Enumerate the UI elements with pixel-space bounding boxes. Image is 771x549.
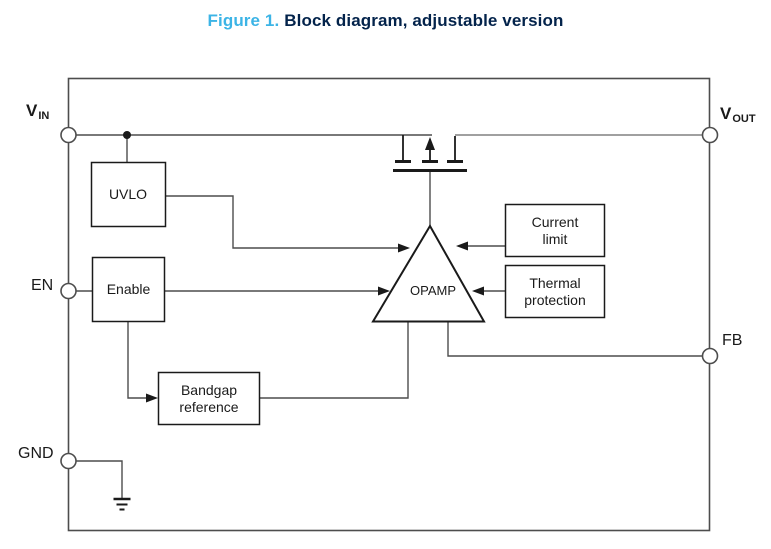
chip-boundary	[67, 77, 711, 532]
uvlo-arrowhead	[398, 243, 410, 253]
vin-pin-label: VIN	[26, 101, 50, 122]
en-pin-label: EN	[31, 277, 54, 294]
bandgap-to-opamp-wire	[260, 322, 409, 399]
thermal-text-line2: protection	[524, 291, 586, 308]
gnd-pin-label: GND	[18, 445, 54, 462]
vin-letter: V	[26, 101, 38, 120]
figure-title-text: Block diagram, adjustable version	[284, 11, 564, 30]
uvlo-block	[90, 161, 167, 228]
thermal-text-line1: Thermal	[529, 274, 581, 291]
figure-number: Figure 1.	[207, 11, 280, 30]
vin-subscript: IN	[38, 110, 50, 122]
thermal-protection-block-label: Thermal protection	[505, 265, 605, 318]
current-limit-arrowhead	[456, 241, 468, 251]
bandgap-block	[157, 371, 261, 426]
transistor-body-arrowhead	[425, 137, 435, 150]
pass-transistor-symbol	[393, 135, 467, 226]
uvlo-text: UVLO	[108, 186, 148, 202]
vout-letter: V	[720, 104, 732, 123]
enable-text: Enable	[106, 281, 151, 297]
uvlo-to-opamp-wire	[166, 195, 399, 249]
vout-subscript: OUT	[732, 113, 756, 125]
fb-pin-label: FB	[722, 332, 743, 349]
thermal-protection-block	[504, 264, 606, 319]
vout-pin-label: VOUT	[720, 104, 756, 125]
bandgap-text-line1: Bandgap	[180, 381, 238, 398]
vin-pin	[60, 126, 77, 144]
vout-pin	[701, 126, 719, 144]
bandgap-arrowhead	[146, 393, 158, 403]
current-limit-block-label: Current limit	[505, 204, 605, 257]
enable-arrowhead	[378, 286, 390, 296]
opamp-triangle	[371, 224, 486, 323]
gnd-wire	[75, 460, 123, 498]
current-limit-text-line1: Current	[531, 213, 579, 230]
opamp-label: OPAMP	[410, 283, 456, 298]
enable-block	[91, 256, 166, 323]
bandgap-block-label: Bandgap reference	[158, 372, 260, 425]
enable-to-bandgap-wire	[127, 322, 147, 399]
enable-block-label: Enable	[92, 257, 165, 322]
figure-caption: Figure 1.Block diagram, adjustable versi…	[0, 11, 771, 31]
uvlo-block-label: UVLO	[91, 162, 165, 227]
gnd-pin	[60, 452, 77, 470]
en-pin	[60, 282, 77, 300]
opamp-to-fb-wire	[447, 322, 703, 357]
current-limit-block	[504, 203, 606, 258]
ground-symbol	[113, 497, 131, 511]
fb-pin	[701, 347, 719, 365]
current-limit-text-line2: limit	[542, 230, 568, 247]
thermal-arrowhead	[472, 286, 484, 296]
vin-junction-dot	[123, 131, 131, 139]
bandgap-text-line2: reference	[179, 398, 239, 415]
